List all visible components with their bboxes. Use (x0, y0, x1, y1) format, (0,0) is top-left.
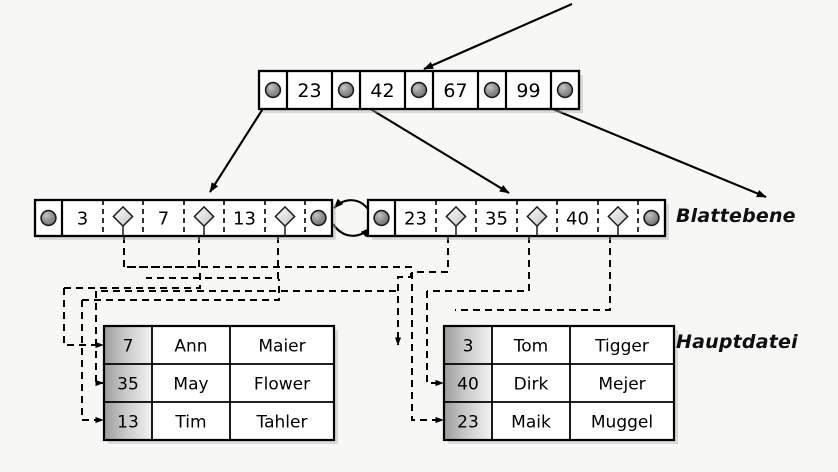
leaf-node-left[interactable]: 3 7 13 (33, 198, 336, 240)
dashed-record-pointers-left (63, 236, 412, 424)
leaf-node-right[interactable]: 23 35 40 (366, 198, 669, 240)
record-value-cells (152, 326, 334, 364)
record-first-name: Tim (174, 413, 206, 433)
node-key-cell (224, 200, 265, 236)
record-last-name: Muggel (591, 413, 653, 433)
arrow-external-into-root (423, 3, 573, 70)
child-pointer-icon (483, 81, 501, 99)
record-key-cell (104, 364, 152, 402)
node-key-cell (143, 200, 184, 236)
record-key-cell (104, 402, 152, 440)
record-value-cells (492, 364, 674, 402)
record-value-cells (492, 402, 674, 440)
record-first-name: Ann (174, 337, 207, 357)
node-key-label: 67 (443, 80, 467, 102)
node-key-label: 35 (485, 208, 508, 229)
record-last-name: Mejer (598, 375, 645, 395)
node-key-label: 23 (404, 208, 427, 229)
data-table-right[interactable]: 3 Tom Tigger 40 Dirk Mejer 23 Maik Muggel (442, 324, 678, 444)
record-value-cells (152, 402, 334, 440)
child-pointer-icon (40, 209, 57, 227)
record-key-cell (444, 364, 492, 402)
label-hauptdatei: Hauptdatei (676, 331, 798, 353)
node-key-label: 13 (233, 208, 256, 229)
table-border (102, 324, 336, 442)
node-key-cell (557, 200, 598, 236)
arrow-root-to-leaf-left (209, 95, 272, 193)
arrow-root-to-leaf-right (348, 95, 510, 194)
record-key-label: 23 (457, 413, 479, 433)
node-key-cell (433, 71, 478, 109)
record-last-name: Tigger (594, 337, 649, 357)
record-value-cells (492, 326, 674, 364)
label-blattebene: Blattebene (676, 205, 796, 227)
node-key-label: 3 (77, 208, 88, 229)
data-table-left[interactable]: 7 Ann Maier 35 May Flower 13 Tim Tahler (102, 324, 338, 444)
record-last-name: Maier (258, 337, 305, 357)
child-pointer-icon (643, 209, 660, 227)
node-key-label: 40 (566, 208, 589, 229)
node-key-cell (476, 200, 517, 236)
record-key-label: 35 (117, 375, 139, 395)
node-key-cell (360, 71, 405, 109)
record-value-cells (152, 364, 334, 402)
record-first-name: Dirk (514, 375, 549, 395)
record-key-label: 3 (463, 337, 474, 357)
table-border (442, 324, 676, 442)
node-key-cell (62, 200, 103, 236)
child-pointer-icon (310, 209, 327, 227)
record-key-label: 40 (457, 375, 479, 395)
record-key-label: 7 (123, 337, 134, 357)
node-border (257, 69, 581, 111)
record-first-name: May (173, 375, 208, 395)
node-border (33, 198, 334, 238)
node-key-label: 99 (516, 80, 540, 102)
record-key-label: 13 (117, 413, 139, 433)
dashed-record-pointers-right (95, 236, 611, 424)
record-key-cell (104, 326, 152, 364)
node-key-label: 42 (370, 80, 394, 102)
node-border (366, 198, 667, 238)
record-key-cell (444, 402, 492, 440)
node-key-label: 23 (297, 80, 321, 102)
node-key-cell (506, 71, 551, 109)
node-key-cell (287, 71, 332, 109)
record-key-cell (444, 326, 492, 364)
child-pointer-icon (337, 81, 355, 99)
record-first-name: Tom (513, 337, 548, 357)
record-first-name: Maik (511, 413, 551, 433)
node-key-label: 7 (158, 208, 169, 229)
record-last-name: Flower (254, 375, 310, 395)
root-index-node[interactable]: 23 42 67 99 (257, 69, 583, 113)
child-pointer-icon (264, 81, 282, 99)
record-last-name: Tahler (256, 413, 308, 433)
child-pointer-icon (410, 81, 428, 99)
arrow-root-to-right-subtree (513, 92, 767, 198)
node-key-cell (395, 200, 436, 236)
child-pointer-icon (556, 81, 574, 99)
child-pointer-icon (373, 209, 390, 227)
